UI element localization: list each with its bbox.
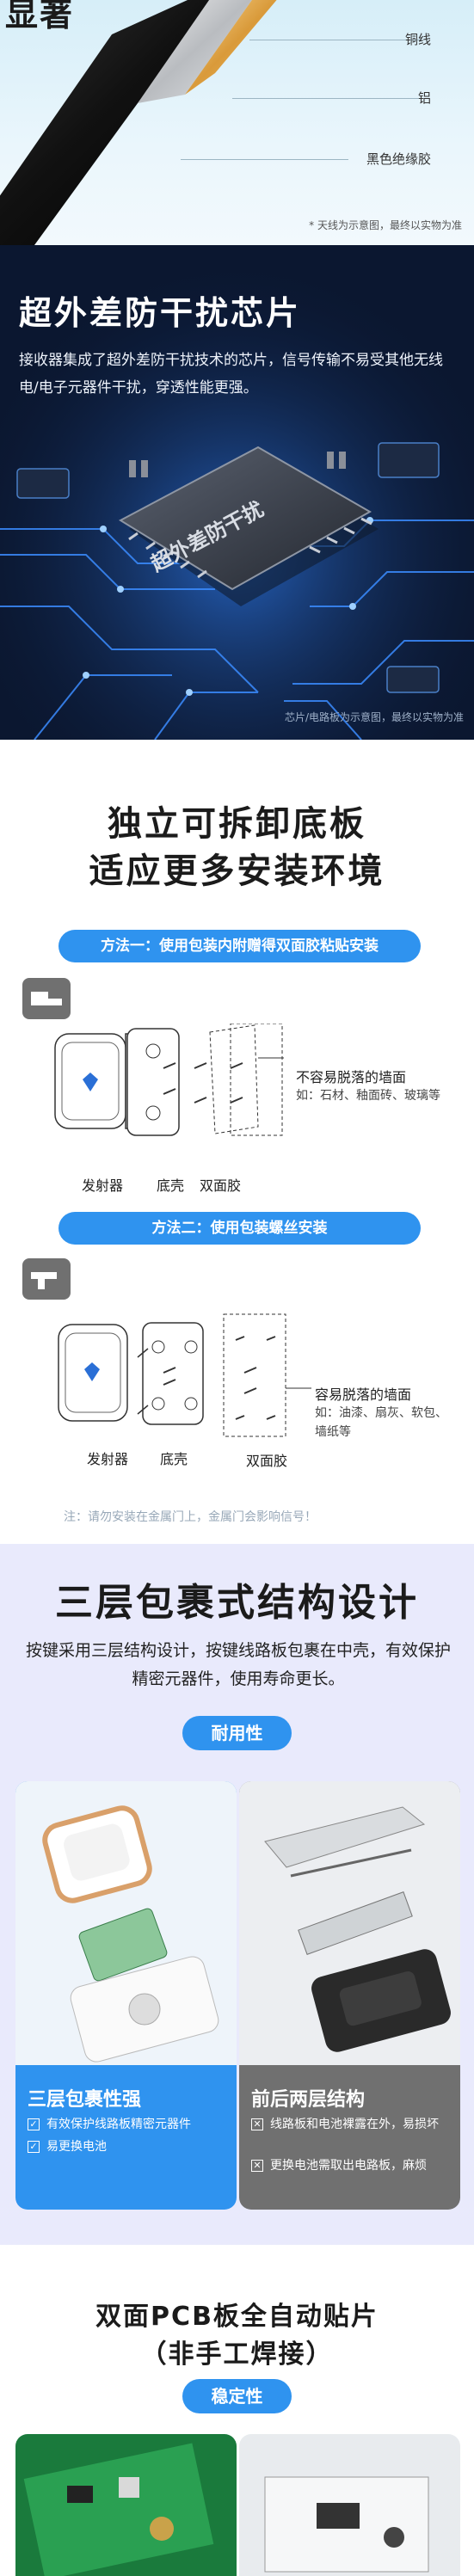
method2-part-tape: 双面胶: [246, 1453, 288, 1469]
mounting-title-line2: 适应更多安装环境: [89, 851, 385, 891]
three-layer-image: [15, 1781, 237, 2065]
two-layer-image: [239, 1781, 460, 2065]
structure-description: 按键采用三层结构设计，按键线路板包裹在中壳，有效保护精密元器件，使用寿命更长。: [25, 1641, 451, 1688]
insulation-leader: [181, 159, 348, 160]
method2-diagram: [58, 1313, 311, 1437]
pcb-photo-right: [239, 2434, 460, 2576]
screw-icon: [22, 1258, 71, 1300]
chip-section: 超外差防干扰芯片 接收器集成了超外差防干扰技术的芯片，信号传输不易受其他无线电/…: [0, 245, 474, 740]
chip-caption: 芯片/电路板为示意图，最终以实物为准: [284, 711, 464, 723]
stability-badge: 稳定性: [182, 2379, 292, 2413]
chip-description: 接收器集成了超外差防干扰技术的芯片，信号传输不易受其他无线电/电子元器件干扰，穿…: [19, 352, 443, 397]
layer-copper: 铜线: [404, 32, 431, 47]
metal-door-warning: 注：请勿安装在金属门上，金属门会影响信号！: [64, 1510, 317, 1524]
three-layer-title: 三层包裹性强: [28, 2089, 142, 2111]
method1-part-transmitter: 发射器: [82, 1177, 124, 1194]
mounting-title-line1: 独立可拆卸底板: [108, 804, 366, 844]
method1-part-base: 底壳: [157, 1177, 185, 1194]
method1-part-tape: 双面胶: [200, 1177, 242, 1194]
mounting-section: 独立可拆卸底板 适应更多安装环境 方法一：使用包装内附赠得双面胶粘贴安装 发射器…: [0, 740, 474, 1544]
three-layer-point-2-text: 易更换电池: [46, 2140, 107, 2154]
circuit-board-illustration: [0, 245, 474, 740]
pcb-section: 双面PCB板全自动贴片 （非手工焊接） 稳定性: [0, 2245, 474, 2576]
method2-label: 方法二：使用包装螺丝安装: [58, 1212, 421, 1245]
check-icon: ✓: [28, 2118, 40, 2130]
aluminum-leader: [232, 98, 426, 99]
method2-wall-type: 容易脱落的墙面: [315, 1386, 412, 1403]
three-layer-point-1-text: 有效保护线路板精密元器件: [46, 2118, 191, 2131]
method1-wall-type: 不容易脱落的墙面: [296, 1069, 407, 1085]
cable-section: 显著 铜线 铝 黑色绝缘胶 * 天线为示意图，最终以实物为准: [0, 0, 474, 245]
pcb-photo-left: [15, 2434, 237, 2576]
durability-badge: 耐用性: [182, 1716, 292, 1750]
two-layer-card: 前后两层结构 ✕ 线路板和电池裸露在外，易损坏 ✕ 更换电池需取出电路板，麻烦: [239, 1781, 460, 2210]
two-layer-point-2: ✕ 更换电池需取出电路板，麻烦: [251, 2156, 454, 2175]
two-layer-point-1-text: 线路板和电池裸露在外，易损坏: [270, 2118, 439, 2131]
structure-section: 三层包裹式结构设计 按键采用三层结构设计，按键线路板包裹在中壳，有效保护精密元器…: [0, 1544, 474, 2245]
structure-title: 三层包裹式结构设计: [55, 1581, 419, 1625]
two-layer-title: 前后两层结构: [251, 2089, 366, 2111]
method2-part-transmitter: 发射器: [87, 1451, 129, 1467]
three-layer-point-2: ✓ 易更换电池: [28, 2137, 231, 2156]
three-layer-point-1: ✓ 有效保护线路板精密元器件: [28, 2115, 231, 2134]
two-layer-point-2-text: 更换电池需取出电路板，麻烦: [270, 2159, 427, 2173]
method1-diagram: [54, 1024, 284, 1136]
cable-note: * 天线为示意图，最终以实物为准: [309, 219, 462, 231]
method1-wall-examples: 如：石材、釉面砖、玻璃等: [296, 1089, 440, 1103]
layer-aluminum: 铝: [417, 90, 431, 106]
check-icon: ✓: [28, 2141, 40, 2153]
pcb-title-line1: 双面PCB板全自动贴片: [95, 2302, 379, 2332]
adhesive-tape-icon: [22, 978, 71, 1019]
two-layer-point-1: ✕ 线路板和电池裸露在外，易损坏: [251, 2115, 454, 2134]
method1-label: 方法一：使用包装内附赠得双面胶粘贴安装: [58, 930, 421, 962]
three-layer-card: 三层包裹性强 ✓ 有效保护线路板精密元器件 ✓ 易更换电池: [15, 1781, 237, 2210]
cross-icon: ✕: [251, 2118, 263, 2130]
pcb-title-line2: （非手工焊接）: [140, 2339, 334, 2370]
chip-title: 超外差防干扰芯片: [19, 294, 302, 332]
method2-part-base: 底壳: [160, 1451, 188, 1467]
cross-icon: ✕: [251, 2160, 263, 2172]
layer-insulation: 黑色绝缘胶: [366, 151, 431, 167]
method2-wall-examples: 如：油漆、扇灰、软包、墙纸等: [315, 1406, 447, 1439]
cable-title: 显著: [5, 0, 75, 34]
cable-illustration: [0, 0, 277, 245]
